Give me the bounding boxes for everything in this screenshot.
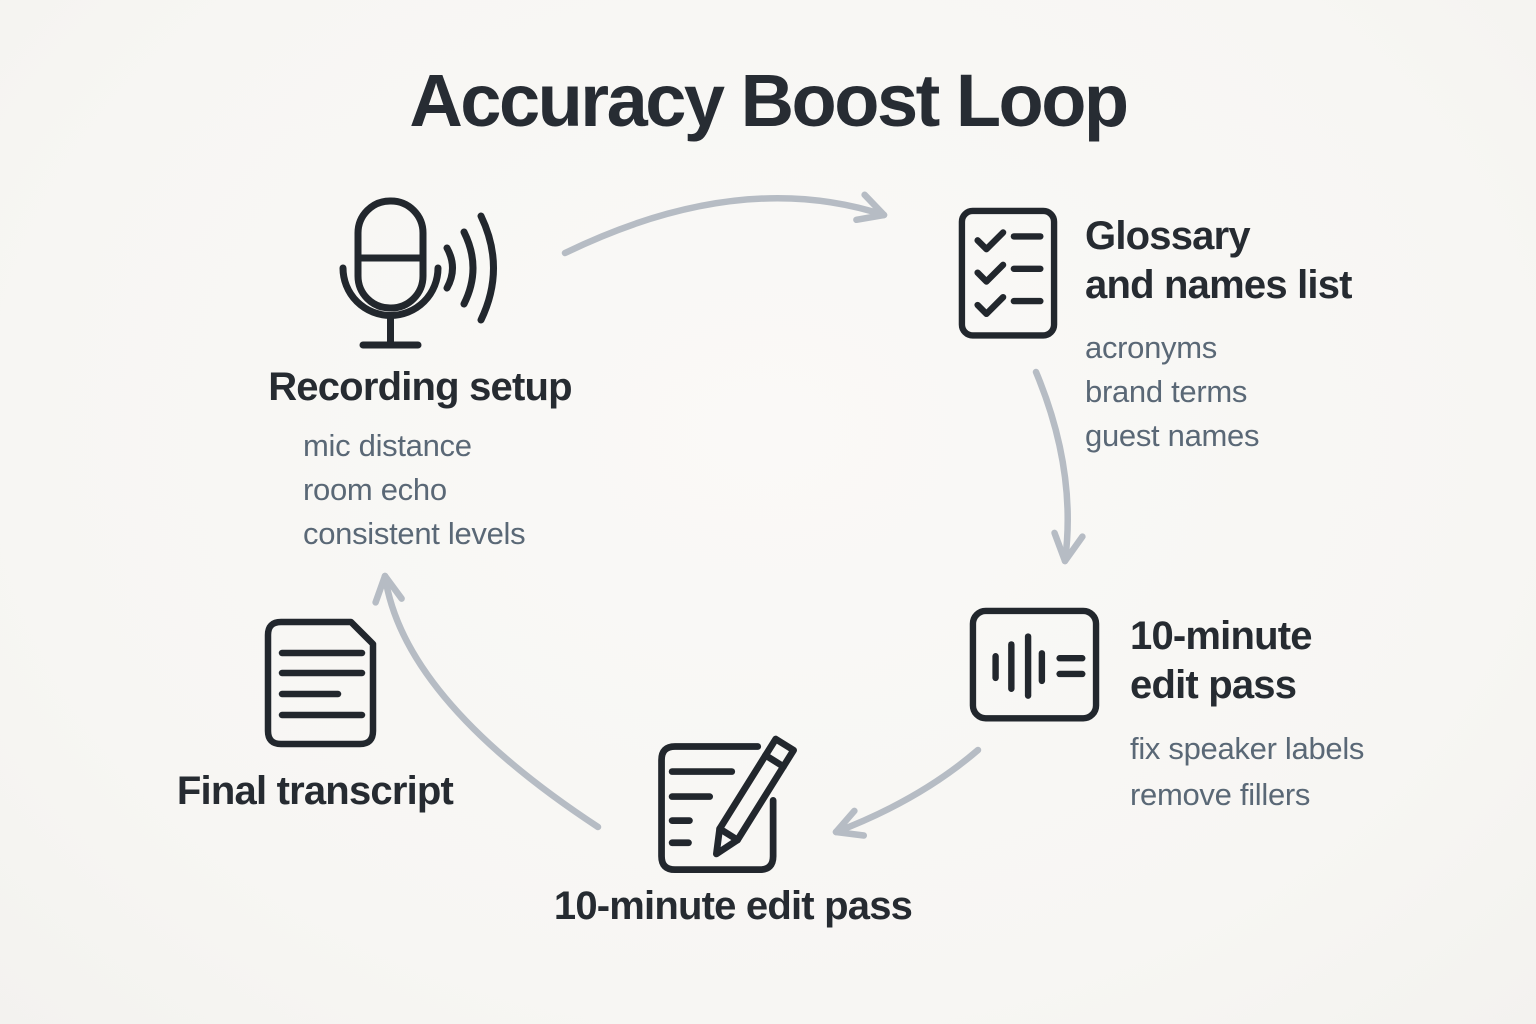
edit-pass-right-item: remove fillers: [1130, 777, 1311, 812]
soundwave-icon: [969, 607, 1100, 722]
arrow-glossary-to-edit-pass: [1032, 368, 1086, 565]
microphone-icon: [334, 190, 506, 380]
glossary-item: brand terms: [1085, 374, 1248, 409]
recording-setup-item: room echo: [303, 472, 447, 507]
arrow-recording-to-glossary: [561, 191, 888, 257]
glossary-label: Glossary and names list: [1085, 212, 1352, 310]
arrow-bottom-edit-pass-to-recording: [372, 572, 602, 831]
glossary-item: acronyms: [1085, 330, 1217, 365]
recording-setup-items: mic distance room echo consistent levels: [303, 424, 526, 556]
edit-pass-right-items: fix speaker labels remove fillers: [1130, 726, 1364, 818]
edit-pass-right-item: fix speaker labels: [1130, 731, 1365, 766]
diagram-title: Accuracy Boost Loop: [409, 59, 1129, 142]
recording-setup-item: mic distance: [303, 428, 472, 463]
glossary-items: acronyms brand terms guest names: [1085, 326, 1260, 458]
edit-pass-right-label: 10-minute edit pass: [1130, 612, 1313, 710]
arrow-edit-pass-to-bottom-edit-pass: [832, 746, 982, 839]
recording-setup-label: Recording setup: [268, 365, 572, 409]
edit-pass-bottom-label: 10-minute edit pass: [553, 884, 913, 928]
edit-pass-right-label-line: 10-minute: [1130, 614, 1313, 658]
recording-setup-item: consistent levels: [303, 516, 526, 551]
glossary-label-line: and names list: [1085, 263, 1352, 307]
edit-pass-right-label-line: edit pass: [1130, 663, 1297, 707]
glossary-item: guest names: [1085, 418, 1260, 453]
final-transcript-label: Final transcript: [176, 769, 454, 813]
glossary-label-line: Glossary: [1085, 214, 1251, 258]
checklist-icon: [958, 207, 1058, 339]
document-icon: [264, 618, 377, 748]
edit-document-icon: [650, 735, 802, 875]
